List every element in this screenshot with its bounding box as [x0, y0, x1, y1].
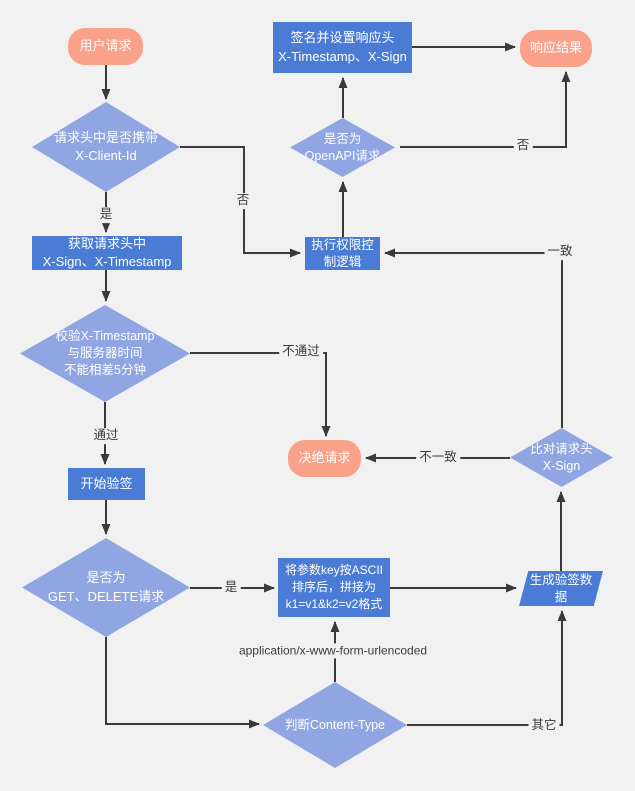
node-get-request-headers: 获取请求头中 X-Sign、X-Timestamp: [32, 236, 182, 270]
edge-label-yes-getdelete: 是: [221, 580, 241, 596]
edge-label-yes-clientid: 是: [96, 207, 116, 223]
edge-label-mismatch: 不一致: [416, 450, 460, 466]
edge-openapi-no: [400, 71, 571, 148]
node-exec-permission-logic: 执行权限控 制逻辑: [305, 237, 380, 270]
node-reject-request: 决绝请求: [288, 440, 361, 477]
node-start-signature-verify: 开始验签: [68, 468, 145, 500]
edge-label-match: 一致: [544, 244, 576, 260]
edge-compare-match: [384, 248, 563, 428]
edge-contenttype-other: [407, 610, 567, 726]
edge-label-no-openapi: 否: [513, 138, 533, 154]
edge-label-pass: 通过: [90, 428, 122, 444]
edge-getdelete-no: [105, 637, 260, 729]
node-response-result: 响应结果: [520, 30, 592, 67]
edge-label-no-clientid: 否: [233, 193, 253, 209]
edge-checkts-fail: [190, 352, 331, 437]
node-sign-response-headers: 签名并设置响应头 X-Timestamp、X-Sign: [273, 22, 412, 73]
node-sort-params-ascii: 将参数key按ASCII 排序后，拼接为 k1=v1&k2=v2格式: [278, 558, 390, 617]
edge-label-fail: 不通过: [279, 344, 323, 360]
node-generate-verify-data: 生成验签数 据: [519, 571, 603, 606]
edge-label-other: 其它: [528, 718, 560, 734]
node-user-request: 用户请求: [68, 28, 143, 65]
edge-label-form-urlencoded: application/x-www-form-urlencoded: [235, 643, 431, 659]
